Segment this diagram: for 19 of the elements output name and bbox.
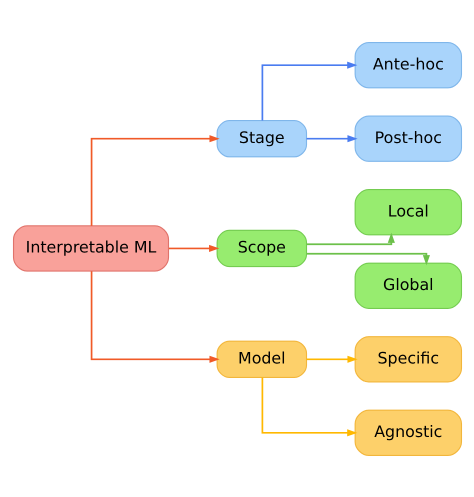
arrow	[261, 376, 357, 436]
node-box: Global	[354, 262, 462, 308]
node-box: Agnostic	[354, 409, 462, 456]
arrow	[90, 270, 220, 362]
node-box: Stage	[216, 120, 307, 157]
node-box: Post-hoc	[354, 115, 462, 162]
arrow	[90, 134, 220, 226]
node-box: Ante-hoc	[354, 42, 462, 88]
node-box: Local	[354, 188, 462, 235]
node-box: Model	[216, 340, 307, 378]
arrow	[306, 252, 430, 265]
node-box: Interpretable ML	[12, 224, 169, 272]
arrow	[168, 244, 219, 252]
arrow	[306, 134, 358, 142]
node-box: Scope	[216, 229, 307, 267]
arrow	[306, 355, 358, 362]
arrow	[306, 232, 394, 245]
node-box: Specific	[354, 336, 462, 382]
arrow	[261, 61, 357, 120]
